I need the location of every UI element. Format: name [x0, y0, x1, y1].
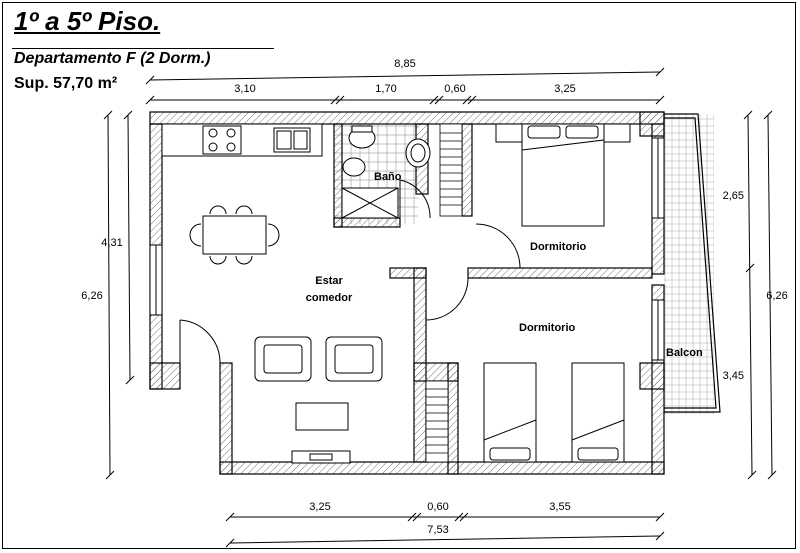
- kitchen-counter: [161, 123, 323, 157]
- dim-right-total: 6,26: [766, 290, 787, 302]
- dim-top-total: 8,85: [394, 58, 415, 70]
- dim-top-3: 0,60: [444, 83, 465, 95]
- balcony-floor: [664, 114, 714, 414]
- doors: [179, 179, 521, 364]
- dim-bottom-1: 3,25: [309, 501, 330, 513]
- bedroom-1-furniture: [495, 123, 631, 227]
- unit-name: Departamento F (2 Dorm.): [14, 50, 211, 67]
- dim-bottom-3: 3,55: [549, 501, 570, 513]
- dim-right-1: 2,65: [723, 190, 744, 202]
- dimension-lines: [103, 67, 777, 548]
- dining-set: [189, 205, 280, 265]
- dim-top-4: 3,25: [554, 83, 575, 95]
- label-living-2: comedor: [306, 292, 353, 304]
- living-furniture: [254, 336, 383, 464]
- dim-left-inner: 4,31: [101, 237, 122, 249]
- subtitle-divider: [12, 48, 274, 49]
- label-bedroom-1: Dormitorio: [530, 241, 587, 253]
- label-balcony: Balcon: [666, 347, 703, 359]
- label-bedroom-2: Dormitorio: [519, 322, 576, 334]
- windows: [149, 137, 665, 361]
- stair-lower: [425, 380, 449, 463]
- dim-bottom-2: 0,60: [427, 501, 448, 513]
- dim-left-outer: 6,26: [81, 290, 102, 302]
- balcony-railing: [664, 113, 721, 413]
- label-bath: Baño: [374, 171, 402, 183]
- walls: [149, 111, 665, 475]
- plan-title: 1º a 5º Piso.: [14, 6, 161, 36]
- dim-right-2: 3,45: [723, 370, 744, 382]
- unit-surface: Sup. 57,70 m²: [14, 75, 118, 92]
- dim-top-1: 3,10: [234, 83, 255, 95]
- bathroom-fixtures: [341, 125, 431, 219]
- label-living-1: Estar: [315, 275, 343, 287]
- dim-top-2: 1,70: [375, 83, 396, 95]
- dim-bottom-total: 7,53: [427, 524, 448, 536]
- bedroom-2-furniture: [483, 362, 625, 463]
- stair-upper: [439, 123, 463, 217]
